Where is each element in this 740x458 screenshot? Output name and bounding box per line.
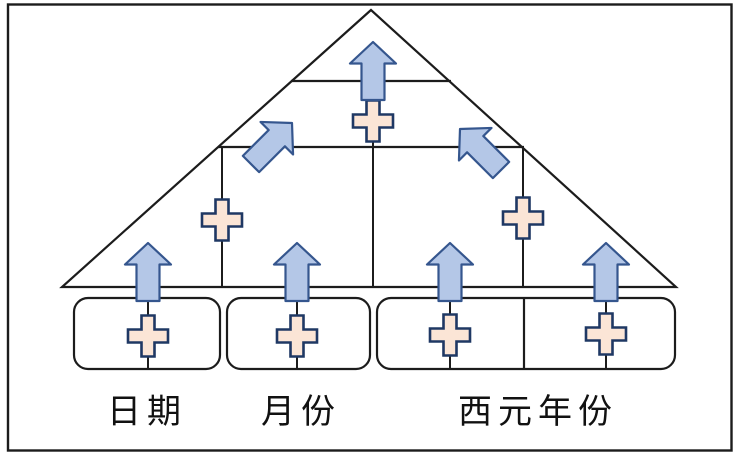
year-box [375,296,677,371]
up-arrow-icon [581,241,631,303]
plus-icon [351,99,395,143]
label-year: 西元年份 [458,392,618,432]
up-arrow-icon [348,40,398,102]
diagonal-up-arrow-icon [233,105,310,182]
label-date: 日期 [107,392,187,432]
plus-icon [501,196,545,240]
up-arrow-icon [123,241,173,303]
up-arrow-icon [425,241,475,303]
plus-icon [200,198,244,242]
up-arrow-icon [272,241,322,303]
label-month: 月份 [261,392,341,432]
slide-border [6,3,733,452]
diagonal-up-arrow-icon [442,111,519,188]
